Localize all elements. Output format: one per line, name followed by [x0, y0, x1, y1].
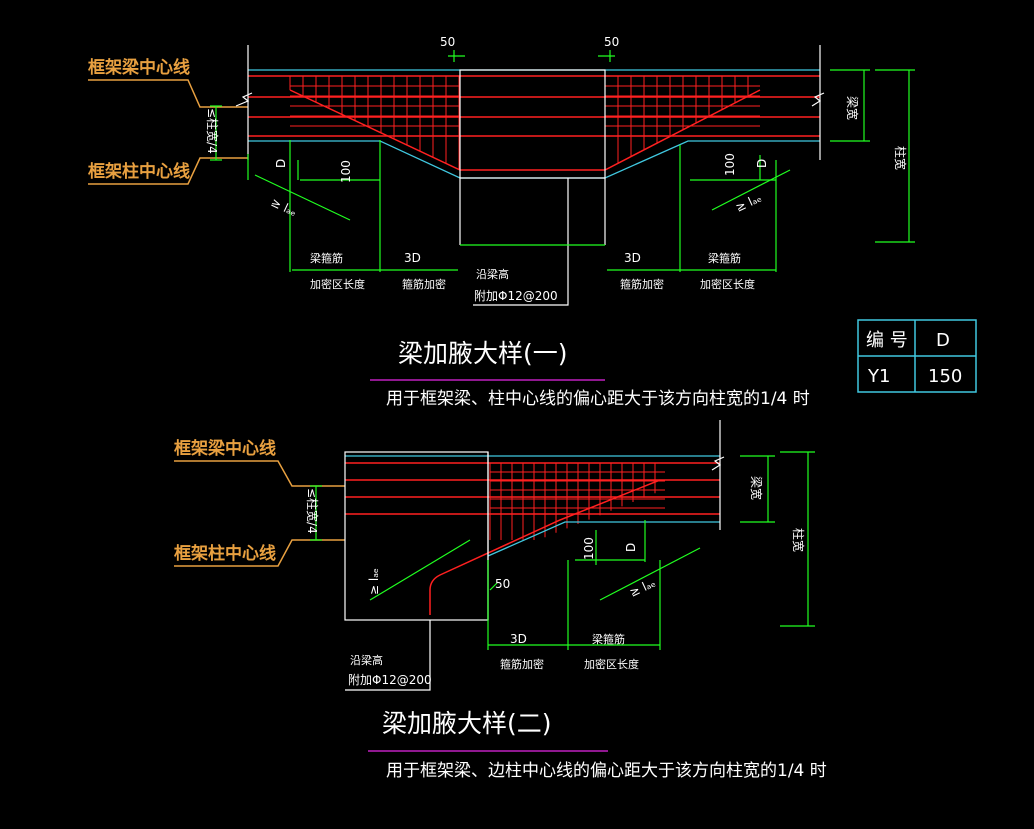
label-column-center-line: 框架柱中心线: [88, 161, 190, 182]
label-3d-right: 3D: [624, 251, 641, 265]
detail-2-subtitle: 用于框架梁、边柱中心线的偏心距大于该方向柱宽的1/4 时: [386, 761, 827, 781]
dim-100-right: 100: [723, 153, 737, 176]
longitudinal-rebars-1: [248, 75, 820, 171]
detail-1-title: 梁加腋大样(一): [398, 339, 568, 368]
leader-lines-1: [88, 79, 248, 185]
label-3d-2: 3D: [510, 632, 527, 646]
table-header-d: D: [936, 330, 950, 351]
dim-anchorage-left-2: ≥ lₐₑ: [367, 568, 381, 595]
haunch-edge-2: [345, 455, 720, 557]
note-extra-bar-2: 附加Φ12@200: [348, 673, 432, 687]
dim-50-right: 50: [604, 35, 619, 49]
label-stirrup-dense-left: 箍筋加密: [402, 277, 446, 291]
dim-column-width-2: 柱宽: [791, 528, 806, 552]
label-stirrup-left: 梁箍筋: [310, 251, 343, 265]
detail-2-title: 梁加腋大样(二): [382, 709, 552, 738]
label-zone-length-right: 加密区长度: [700, 277, 755, 291]
dim-50-2: 50: [495, 577, 510, 591]
dim-beam-width-2: 梁宽: [749, 476, 764, 500]
table-cell-code: Y1: [867, 366, 890, 387]
dim-beam-width: 梁宽: [845, 96, 860, 120]
label-beam-center-line-2: 框架梁中心线: [174, 438, 276, 459]
note-along-beam-height-2: 沿梁高: [350, 653, 383, 667]
dimension-lines-2: [310, 451, 815, 650]
dim-d-2: D: [624, 543, 638, 552]
detail-1-subtitle: 用于框架梁、柱中心线的偏心距大于该方向柱宽的1/4 时: [386, 389, 810, 409]
dim-column-width: 柱宽: [893, 146, 908, 170]
label-zone-length-left: 加密区长度: [310, 277, 365, 291]
concrete-outline-2: [344, 420, 725, 691]
dim-d-right: D: [755, 159, 769, 168]
dim-quarter-width: ≤柱宽/4: [205, 108, 220, 154]
dim-quarter-width-2: ≤柱宽/4: [305, 488, 320, 534]
detail-2: 框架梁中心线 框架柱中心线 ≤柱宽/4 梁宽 柱宽 100 D ≥ lₐₑ ≥ …: [174, 420, 827, 781]
label-beam-center-line: 框架梁中心线: [88, 57, 190, 78]
dim-50-left: 50: [440, 35, 455, 49]
table-header-code: 编 号: [866, 330, 908, 351]
note-along-beam-height-1: 沿梁高: [476, 267, 509, 281]
label-stirrup-dense-right: 箍筋加密: [620, 277, 664, 291]
detail-1: 框架梁中心线 框架柱中心线 50 50 ≤柱宽/4 梁宽 柱宽 D D 100 …: [88, 35, 915, 409]
dim-100-left: 100: [339, 160, 353, 183]
label-stirrup-dense-2: 箍筋加密: [500, 657, 544, 671]
dimension-lines-1: [210, 50, 915, 272]
label-stirrup-2: 梁箍筋: [592, 632, 625, 646]
label-stirrup-right: 梁箍筋: [708, 251, 741, 265]
concrete-outline-1: [235, 45, 825, 306]
label-column-center-line-2: 框架柱中心线: [174, 543, 276, 564]
dim-d-left: D: [274, 159, 288, 168]
label-3d-left: 3D: [404, 251, 421, 265]
dimension-table: 编 号 D Y1 150: [857, 319, 977, 393]
label-zone-length-2: 加密区长度: [584, 657, 639, 671]
dim-100-2: 100: [582, 537, 596, 560]
longitudinal-rebars-2: [345, 462, 720, 615]
note-extra-bar-1: 附加Φ12@200: [474, 289, 558, 303]
table-cell-d: 150: [928, 366, 962, 387]
